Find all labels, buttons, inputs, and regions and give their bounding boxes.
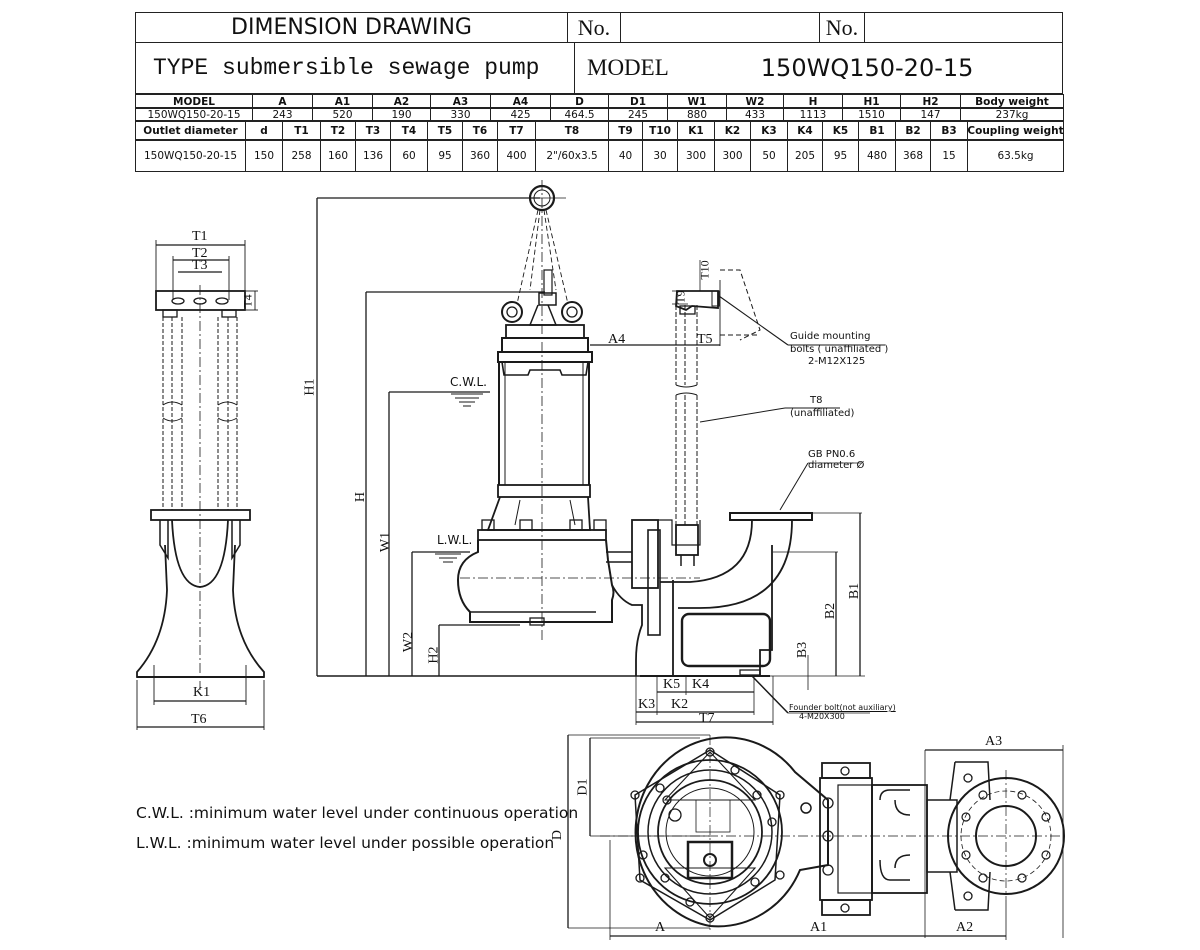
label-t2: T2 bbox=[192, 246, 208, 261]
label-t9: T9 bbox=[673, 290, 688, 304]
label-k2: K2 bbox=[671, 697, 689, 712]
flange-note-line1: GB PN0.6 bbox=[808, 449, 856, 460]
legend-cwl: C.W.L. :minimum water level under contin… bbox=[136, 804, 579, 822]
flange-note: GB PN0.6 diameter Ø bbox=[808, 449, 864, 471]
label-a2: A2 bbox=[956, 920, 974, 935]
guide-bolts-note: Guide mounting bolts ( unaffiliated ) 2-… bbox=[790, 331, 888, 369]
label-k4: K4 bbox=[692, 677, 710, 692]
label-a3: A3 bbox=[985, 734, 1003, 749]
front-view bbox=[316, 180, 885, 725]
label-t3: T3 bbox=[192, 258, 208, 273]
label-w1: W1 bbox=[378, 531, 394, 553]
base-window bbox=[680, 612, 772, 668]
model-value: 150WQ150-20-15 bbox=[760, 54, 974, 82]
model-label: MODEL bbox=[587, 55, 669, 80]
label-a: A bbox=[655, 920, 666, 935]
label-b2: B2 bbox=[823, 602, 839, 620]
founder-bolt-note: Founder bolt(not auxiliary) 4-M20X300 bbox=[789, 703, 896, 721]
label-cwl: C.W.L. bbox=[450, 375, 487, 389]
t8-note-label: T8 bbox=[810, 395, 823, 406]
t8-note: T8 (unaffiliated) bbox=[790, 395, 854, 420]
type-label-text: TYPE submersible sewage pump bbox=[153, 55, 540, 81]
guide-bolts-note-line1: Guide mounting bbox=[790, 331, 871, 342]
label-w2: W2 bbox=[401, 631, 417, 653]
plan-view bbox=[567, 734, 1065, 940]
legend-lwl: L.W.L. :minimum water level under possib… bbox=[136, 834, 555, 852]
no-label-1-text: No. bbox=[577, 14, 611, 40]
side-view bbox=[136, 240, 265, 730]
guide-bolts-spec: 2-M12X125 bbox=[808, 356, 866, 367]
label-t1: T1 bbox=[192, 229, 208, 244]
flange-note-line2: diameter Ø bbox=[808, 460, 865, 471]
guide-top-plate bbox=[155, 290, 246, 311]
cwl-water-symbol bbox=[451, 393, 483, 407]
spec-header-cell: Coupling weight bbox=[967, 120, 1064, 141]
spec-value-cell: 237kg bbox=[960, 107, 1064, 122]
lwl-water-symbol bbox=[435, 553, 461, 563]
t8-note-text: (unaffiliated) bbox=[790, 407, 855, 419]
model-block: MODEL 150WQ150-20-15 bbox=[574, 42, 1063, 94]
spec-value-cell: 63.5kg bbox=[967, 139, 1064, 172]
guide-bolts-note-line2: bolts ( unaffiliated ) bbox=[790, 343, 889, 355]
label-t10: T10 bbox=[697, 260, 712, 280]
founder-bolt-note-line1: Founder bolt(not auxiliary) bbox=[789, 703, 896, 712]
label-a1: A1 bbox=[810, 920, 828, 935]
label-h2: H2 bbox=[426, 646, 442, 664]
label-k1: K1 bbox=[193, 685, 211, 700]
label-h1: H1 bbox=[302, 378, 318, 396]
label-lwl: L.W.L. bbox=[437, 533, 473, 547]
label-t6: T6 bbox=[191, 712, 207, 727]
label-a4: A4 bbox=[608, 332, 626, 347]
label-k5: K5 bbox=[663, 677, 681, 692]
label-h: H bbox=[353, 491, 369, 503]
label-k3: K3 bbox=[638, 697, 656, 712]
founder-bolt-spec: 4-M20X300 bbox=[799, 712, 845, 722]
label-t7: T7 bbox=[699, 711, 715, 726]
no-label-2: No. bbox=[819, 12, 865, 43]
drawing-title-text: DIMENSION DRAWING bbox=[231, 15, 472, 40]
type-label: TYPE submersible sewage pump bbox=[135, 42, 575, 94]
label-b1: B1 bbox=[847, 582, 863, 600]
no-label-2-text: No. bbox=[825, 14, 859, 40]
label-t4: T4 bbox=[240, 294, 255, 308]
label-t5: T5 bbox=[697, 332, 713, 347]
label-d1: D1 bbox=[575, 778, 591, 796]
label-b3: B3 bbox=[795, 641, 811, 659]
spec-header-cell: Body weight bbox=[960, 94, 1064, 109]
